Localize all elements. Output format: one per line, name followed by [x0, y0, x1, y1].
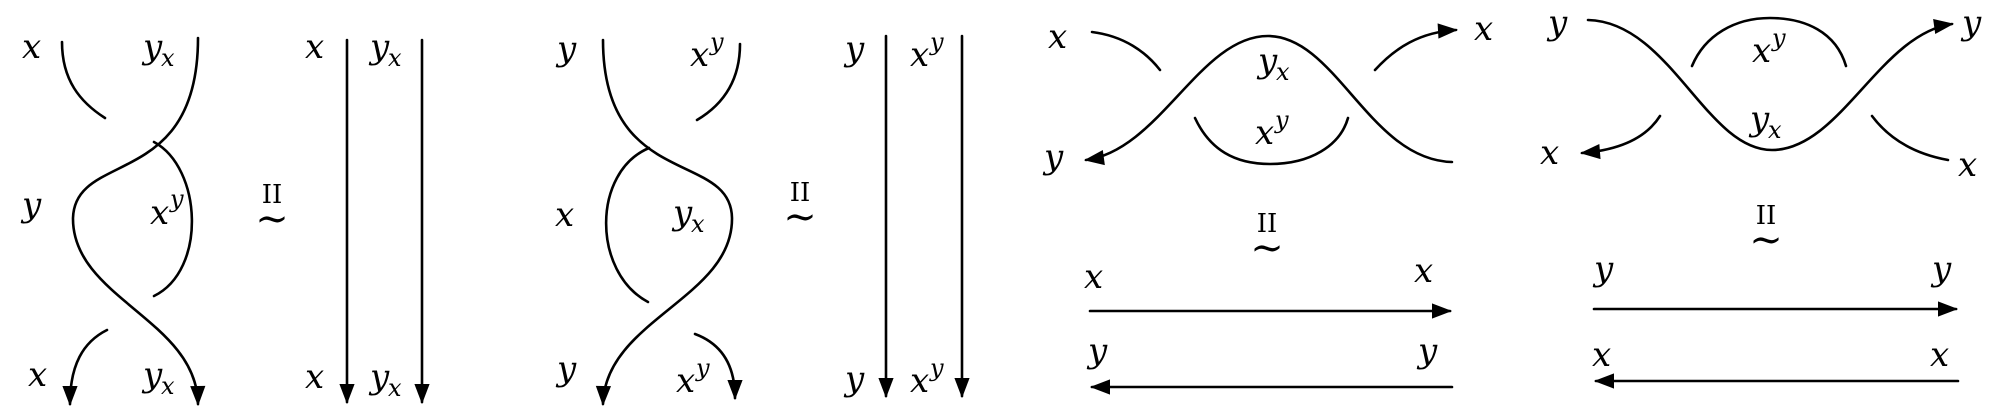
- strand-main: [1586, 18, 1954, 152]
- label-y: y: [843, 359, 865, 399]
- label-sub-x: x: [1768, 116, 1782, 144]
- label-sup-y: y: [1771, 24, 1786, 52]
- strand-left-bottom: [1580, 114, 1662, 160]
- label-x: x: [1474, 9, 1493, 49]
- label-x: x: [305, 357, 324, 397]
- label-x: x: [1255, 113, 1274, 153]
- label-x: x: [690, 35, 709, 75]
- relation-3: II ∼: [1250, 209, 1284, 271]
- strand-a: [71, 36, 206, 406]
- similar-symbol: ∼: [255, 196, 289, 242]
- strand-left-top: [1090, 30, 1162, 72]
- strand-right-bottom: [1870, 114, 1950, 162]
- strand-b-mid: [152, 140, 194, 298]
- label-sub-x: x: [691, 210, 705, 238]
- label-y: y: [1416, 331, 1438, 371]
- label-sup-y: y: [709, 28, 724, 56]
- label-x: x: [555, 195, 574, 235]
- strand-b-bottom: [62, 328, 109, 406]
- relation-2: II ∼: [783, 178, 817, 240]
- label-x: x: [910, 361, 929, 401]
- label-sub-x: x: [388, 44, 402, 72]
- strand-right-top: [1373, 23, 1458, 72]
- label-y: y: [1086, 331, 1108, 371]
- strand-b-mid: [604, 146, 651, 304]
- label-y: y: [1546, 3, 1568, 43]
- label-y: y: [1960, 3, 1982, 43]
- strand-b-top: [695, 42, 742, 122]
- label-sub-x: x: [1276, 58, 1290, 86]
- strand-a: [595, 38, 734, 406]
- panel-2-parallel: x y x x y x: [305, 27, 430, 404]
- relation-4: II ∼: [1749, 201, 1783, 263]
- label-y: y: [843, 29, 865, 69]
- label-x: x: [28, 355, 47, 395]
- label-x: x: [1930, 335, 1949, 375]
- label-y: y: [1592, 249, 1614, 289]
- move-label: II: [1257, 209, 1278, 239]
- label-sup-y: y: [929, 28, 944, 56]
- label-sub-x: x: [388, 374, 402, 402]
- similar-symbol: ∼: [783, 194, 817, 240]
- label-x: x: [1540, 133, 1559, 173]
- panel-4-parallel: y x y y x y: [843, 28, 970, 401]
- label-x: x: [1084, 257, 1103, 297]
- label-x: x: [22, 27, 41, 67]
- label-y: y: [555, 29, 577, 69]
- panel-1-braid: x y x y x y x y x: [20, 27, 206, 406]
- label-y: y: [141, 27, 163, 67]
- label-sub-x: x: [161, 372, 175, 400]
- move-label: II: [1756, 201, 1777, 231]
- label-sup-y: y: [929, 354, 944, 382]
- label-y: y: [671, 193, 693, 233]
- label-y: y: [20, 185, 42, 225]
- label-y: y: [555, 349, 577, 389]
- label-y: y: [1748, 99, 1770, 139]
- label-sub-x: x: [161, 44, 175, 72]
- label-y: y: [368, 357, 390, 397]
- label-sup-y: y: [169, 185, 184, 213]
- label-x: x: [150, 193, 169, 233]
- relation-1: II ∼: [255, 180, 289, 242]
- label-x: x: [1958, 145, 1977, 185]
- panel-6-horizontal-parallel: x x y y: [1084, 251, 1454, 395]
- panel-7-horizontal-braid: y y x y y x x x: [1540, 3, 1982, 185]
- strand-mid-under: [1193, 116, 1350, 166]
- panel-3-braid: y x y x y x y x y: [555, 28, 743, 406]
- label-x: x: [305, 27, 324, 67]
- similar-symbol: ∼: [1749, 217, 1783, 263]
- label-sup-y: y: [695, 354, 710, 382]
- panel-8-horizontal-parallel: y y x x: [1592, 249, 1960, 389]
- label-y: y: [368, 27, 390, 67]
- label-y: y: [141, 355, 163, 395]
- strand-main: [1084, 34, 1454, 166]
- move-label: II: [790, 178, 811, 208]
- label-x: x: [1048, 17, 1067, 57]
- move-label: II: [262, 180, 283, 210]
- similar-symbol: ∼: [1250, 225, 1284, 271]
- label-x: x: [1752, 31, 1771, 71]
- label-x: x: [1592, 335, 1611, 375]
- label-y: y: [1930, 249, 1952, 289]
- label-x: x: [676, 361, 695, 401]
- label-x: x: [910, 35, 929, 75]
- label-y: y: [1042, 137, 1064, 177]
- label-x: x: [1414, 251, 1433, 291]
- label-sup-y: y: [1274, 106, 1289, 134]
- panel-5-horizontal-braid: x x y x x y y: [1042, 9, 1493, 177]
- label-y: y: [1256, 41, 1278, 81]
- strand-b-top: [60, 40, 107, 120]
- strand-b-bottom: [693, 332, 743, 400]
- strand-top-arc: [1690, 16, 1848, 68]
